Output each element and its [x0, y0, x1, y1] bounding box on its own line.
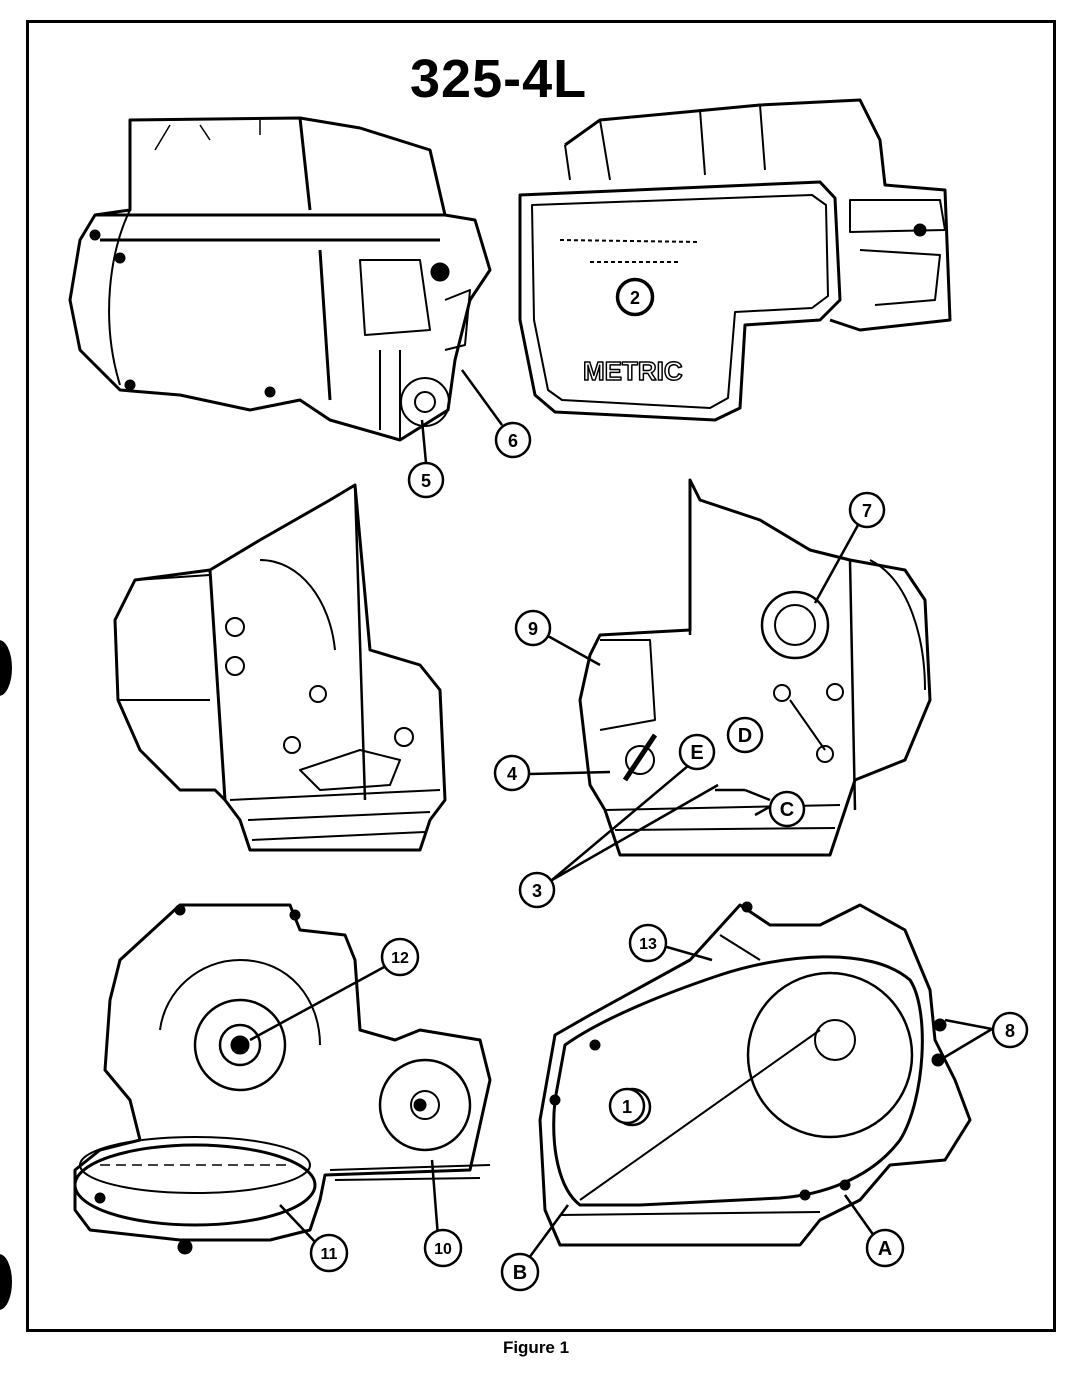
figure-frame — [26, 20, 1056, 1332]
svg-text:E: E — [690, 742, 703, 764]
svg-text:A: A — [878, 1238, 892, 1260]
view-top-right: METRIC — [518, 98, 952, 422]
svg-text:13: 13 — [639, 936, 657, 953]
binder-hole-top — [0, 640, 12, 696]
svg-text:3: 3 — [532, 881, 542, 901]
callout-11: 11 — [309, 1233, 349, 1273]
callout-2: 2 — [616, 278, 654, 316]
callout-C: C — [768, 790, 806, 828]
svg-text:B: B — [513, 1262, 527, 1284]
svg-text:1: 1 — [622, 1097, 632, 1117]
view-mid-left — [113, 483, 447, 852]
callout-D: D — [726, 716, 764, 754]
binder-hole-bottom — [0, 1254, 12, 1310]
callout-7: 7 — [848, 491, 886, 529]
svg-text:4: 4 — [507, 764, 517, 784]
svg-text:5: 5 — [421, 471, 431, 491]
svg-text:D: D — [738, 725, 752, 747]
svg-text:8: 8 — [1005, 1021, 1015, 1041]
callout-10: 10 — [423, 1228, 463, 1268]
callout-3: 3 — [518, 871, 556, 909]
callout-A: A — [865, 1228, 905, 1268]
svg-text:10: 10 — [434, 1241, 452, 1258]
svg-text:11: 11 — [321, 1246, 338, 1263]
callout-8: 8 — [991, 1011, 1029, 1049]
callout-6: 6 — [494, 421, 532, 459]
figure-caption: Figure 1 — [502, 1338, 570, 1357]
pan-text: METRIC — [583, 356, 683, 386]
callout-12: 12 — [380, 937, 420, 977]
view-bottom-left — [73, 903, 492, 1255]
callout-4: 4 — [493, 754, 531, 792]
leader-lines — [249, 369, 993, 1263]
figure-title: 325-4L — [410, 49, 588, 109]
svg-text:C: C — [780, 799, 794, 821]
svg-text:12: 12 — [391, 950, 409, 967]
callout-5: 5 — [407, 461, 445, 499]
callout-9: 9 — [514, 609, 552, 647]
view-mid-right — [578, 478, 932, 857]
svg-text:2: 2 — [630, 288, 640, 308]
svg-text:9: 9 — [528, 619, 538, 639]
svg-text:6: 6 — [508, 431, 518, 451]
callout-1: 1 — [608, 1087, 646, 1125]
callout-E: E — [678, 733, 716, 771]
view-bottom-right — [538, 901, 972, 1247]
callout-B: B — [500, 1252, 540, 1292]
view-top-left — [68, 116, 492, 442]
callout-13: 13 — [628, 923, 668, 963]
svg-text:7: 7 — [862, 501, 872, 521]
